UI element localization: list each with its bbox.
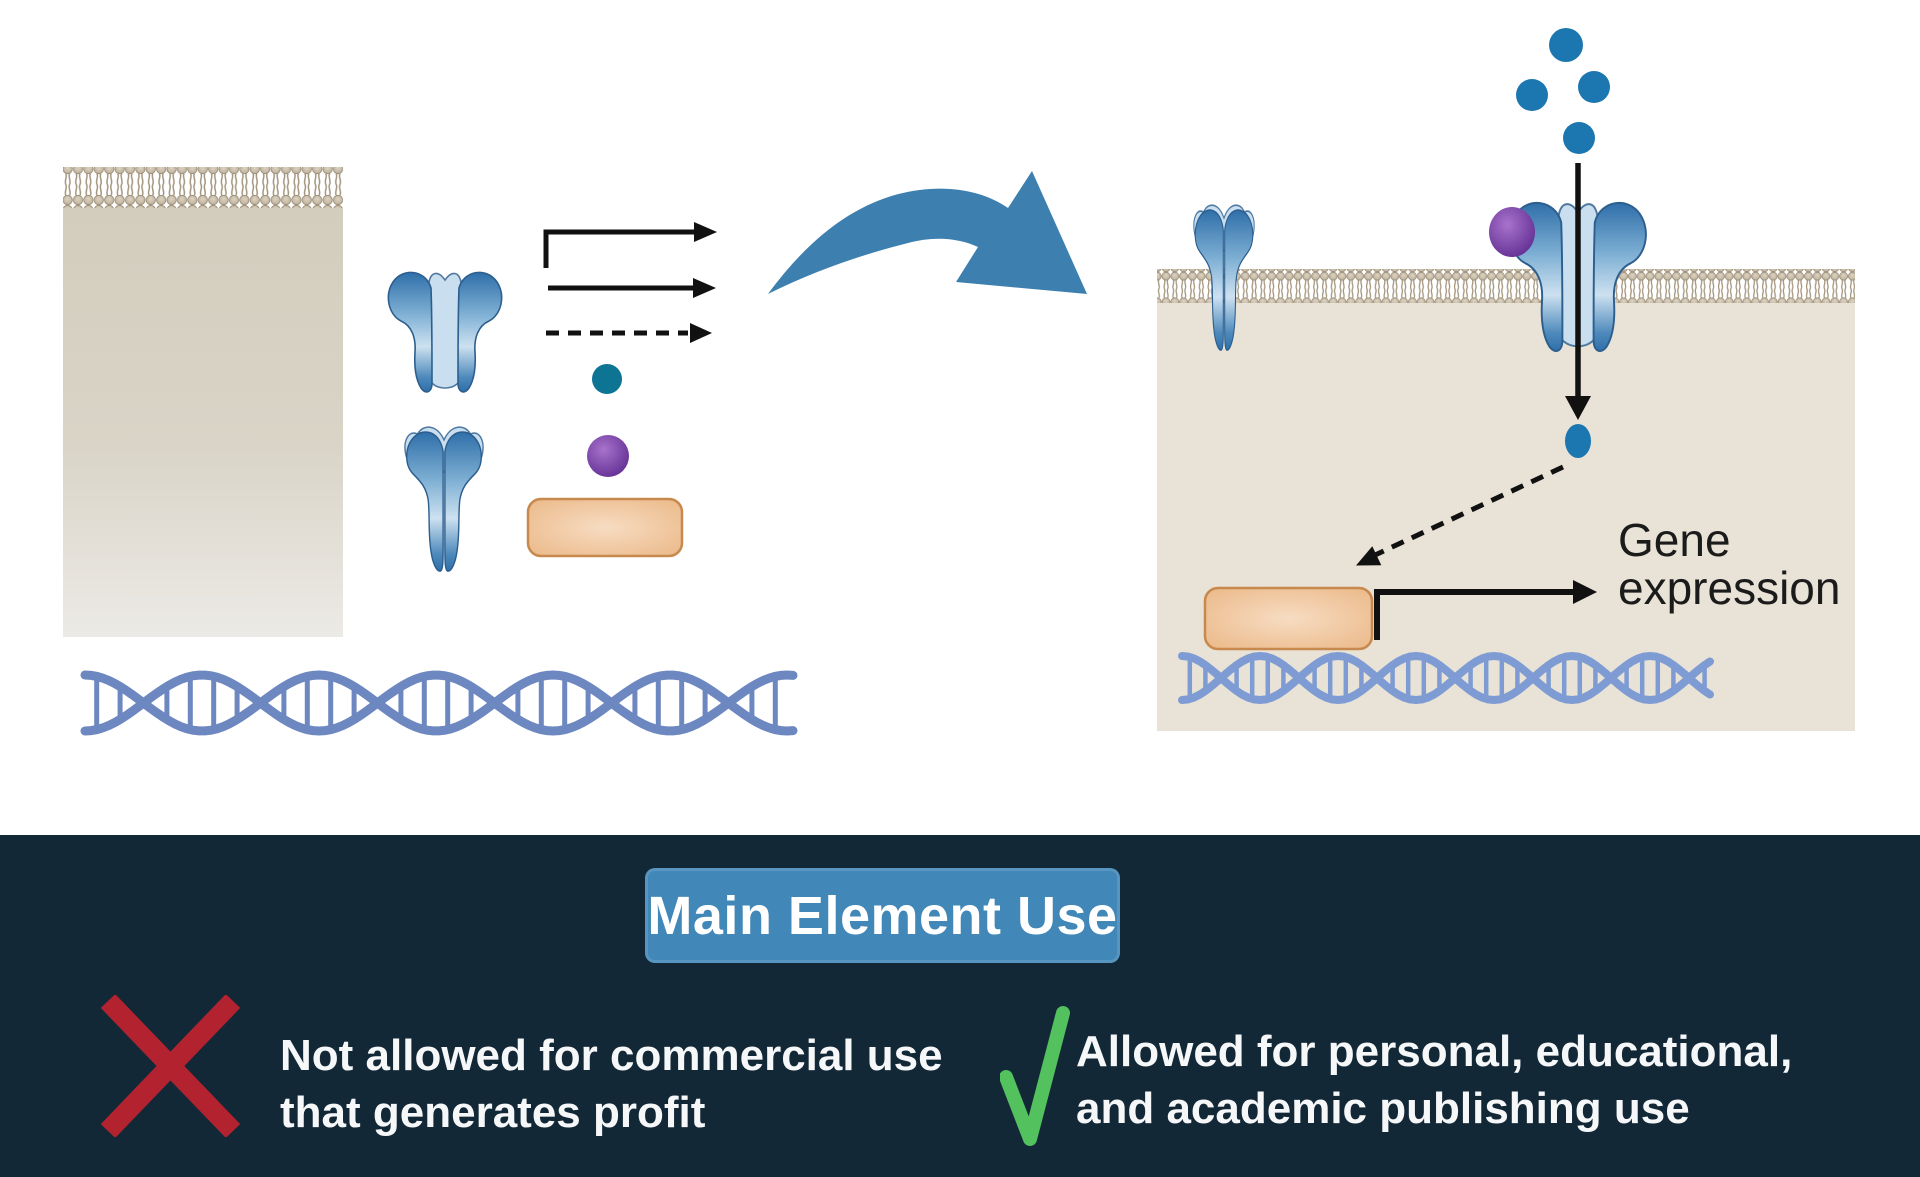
ligand-dot	[1516, 79, 1548, 111]
ligand-dot	[1549, 28, 1583, 62]
prohibited-line1: Not allowed for commercial use	[280, 1031, 943, 1080]
allowed-text: Allowed for personal, educational, and a…	[1076, 1023, 1792, 1137]
receptor-closed-icon	[404, 426, 484, 572]
transcription-factor-bound	[1203, 586, 1374, 651]
right-cell-cytoplasm	[1157, 300, 1855, 731]
ligand-dots-cluster	[1516, 28, 1610, 154]
ligand-dot	[1578, 71, 1610, 103]
curved-arrow-icon	[768, 171, 1087, 294]
gene-expression-label-line2: expression	[1618, 562, 1840, 614]
dashed-signal-arrow	[1356, 464, 1565, 566]
ligand-dot	[1563, 122, 1595, 154]
left-cell-block	[63, 167, 343, 637]
receptor-open-icon	[387, 271, 503, 393]
element-gallery	[387, 222, 717, 572]
prohibited-text: Not allowed for commercial use that gene…	[280, 1027, 943, 1141]
allowed-line1: Allowed for personal, educational,	[1076, 1027, 1793, 1076]
right-cell: Gene expression	[1157, 28, 1855, 731]
left-lipid-bilayer-membrane	[63, 167, 343, 208]
solid-arrow-icon	[548, 278, 716, 298]
prohibited-line2: that generates profit	[280, 1088, 706, 1137]
dna-double-helix-left	[80, 670, 798, 736]
right-lipid-bilayer-membrane	[1157, 269, 1855, 303]
second-messenger-dot	[1565, 424, 1591, 458]
dna-double-helix-right	[1178, 651, 1714, 705]
purple-ligand-icon	[587, 435, 629, 477]
transcription-factor-icon	[526, 497, 684, 558]
usage-title: Main Element Use	[647, 885, 1118, 946]
gene-expression-promoter-arrow	[1374, 580, 1597, 640]
second-messenger-dot-icon	[592, 364, 622, 394]
purple-ligand-bound	[1489, 207, 1535, 257]
x-mark-icon	[100, 995, 241, 1137]
allowed-line2: and academic publishing use	[1076, 1084, 1690, 1133]
influx-arrow	[1565, 163, 1591, 420]
gene-expression-label-line1: Gene	[1618, 514, 1731, 566]
left-cell-cytoplasm	[63, 208, 343, 637]
usage-title-badge: Main Element Use	[645, 868, 1120, 963]
usage-panel: Main Element Use Not allowed for commerc…	[0, 835, 1920, 1177]
dashed-arrow-icon	[546, 323, 712, 343]
check-icon	[1000, 1006, 1070, 1146]
promoter-elbow-arrow-icon	[543, 222, 717, 268]
signaling-diagram: Gene expression	[63, 28, 1855, 736]
